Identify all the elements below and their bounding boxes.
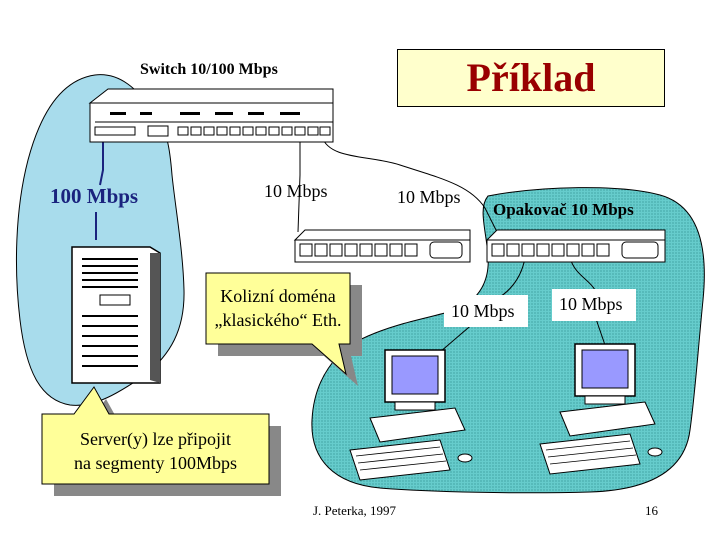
speed-10-switch-left-label: 10 Mbps (264, 181, 328, 201)
label-box-pc-left (444, 295, 528, 327)
server-note-line2: na segmenty 100Mbps (74, 453, 237, 473)
cable-switch-to-left-hub (297, 137, 301, 233)
server-note-line1: Server(y) lze připojit (80, 429, 231, 449)
collision-domain-text: Kolizní doména „klasického“ Eth. (206, 284, 350, 332)
callout-server (41, 386, 281, 496)
collision-domain-line1: Kolizní doména (220, 286, 336, 306)
title-box: Příklad (397, 49, 665, 107)
speed-10-switch-right-label: 10 Mbps (397, 187, 461, 207)
cable-switch-to-repeater (321, 136, 498, 233)
pc-right (539, 343, 663, 475)
repeater-device (485, 229, 666, 263)
repeater-label: Opakovač 10 Mbps (493, 200, 634, 219)
collision-domain-line2: „klasického“ Eth. (214, 310, 342, 330)
footer-page-number: 16 (645, 503, 658, 518)
switch-device (88, 88, 334, 143)
switch-label: Switch 10/100 Mbps (140, 61, 278, 78)
callout-collision-domain (205, 272, 362, 386)
page-title: Příklad (466, 55, 596, 100)
pc-left (349, 349, 473, 481)
footer-author: J. Peterka, 1997 (313, 503, 397, 518)
speed-10-pc-left-label: 10 Mbps (451, 301, 515, 321)
cable-switch-to-server (99, 135, 104, 186)
label-box-pc-right (552, 289, 636, 321)
server-note-text: Server(y) lze připojit na segmenty 100Mb… (42, 427, 269, 475)
hub-left (293, 229, 471, 263)
server-tower (71, 246, 161, 384)
speed-100-label: 100 Mbps (50, 184, 139, 208)
speed-10-pc-right-label: 10 Mbps (559, 294, 623, 314)
